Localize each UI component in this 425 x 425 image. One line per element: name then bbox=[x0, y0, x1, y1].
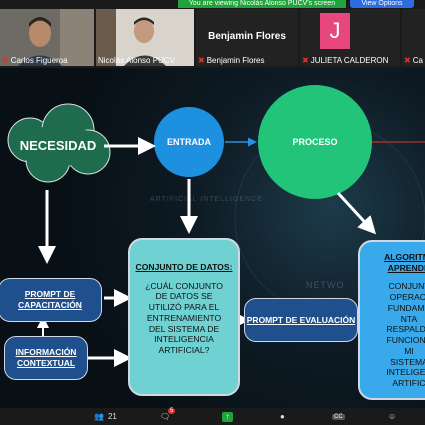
share-screen-icon: ↑ bbox=[222, 411, 233, 422]
conjunto-datos-box: CONJUNTO DE DATOS: ¿CUÁL CONJUNTO DE DAT… bbox=[128, 238, 240, 396]
informacion-contextual-box: INFORMACIÓN CONTEXTUAL bbox=[4, 336, 88, 380]
participant-display-name: Benjamin Flores bbox=[208, 31, 286, 42]
record-icon: ● bbox=[280, 412, 285, 421]
participant-label: ✖ Ca bbox=[404, 56, 423, 65]
screen-share-banner: You are viewing Nicolás Alonso PUCV's sc… bbox=[178, 0, 346, 8]
person-video-image bbox=[0, 9, 94, 66]
entrada-circle bbox=[154, 107, 224, 177]
cc-icon: CC bbox=[332, 413, 345, 420]
entrada-label: ENTRADA bbox=[167, 137, 211, 147]
chat-badge: 5 bbox=[168, 408, 176, 414]
share-screen-button[interactable]: ↑ bbox=[222, 410, 233, 423]
participants-button[interactable]: 👥 21 bbox=[94, 410, 117, 423]
participant-label: ✖ Carlos Figueroa bbox=[2, 56, 68, 65]
shared-screen: ARTIFICIAL INTELLIGENCE NETWO bbox=[0, 68, 425, 408]
chat-button[interactable]: 🗨 5 bbox=[160, 408, 176, 423]
algoritmo-title: ALGORITM APRENDI bbox=[384, 252, 425, 273]
mic-muted-icon: ✖ bbox=[198, 56, 205, 65]
mic-muted-icon: ✖ bbox=[302, 56, 309, 65]
meeting-toolbar: 👥 21 🗨 5 ↑ ● CC ☺ bbox=[0, 408, 425, 425]
proceso-label: PROCESO bbox=[292, 137, 338, 147]
conjunto-datos-title: CONJUNTO DE DATOS: bbox=[135, 262, 233, 272]
proceso-circle bbox=[258, 85, 372, 199]
prompt-evaluacion-box: PROMPT DE EVALUACIÓN bbox=[244, 298, 358, 342]
person-video-image bbox=[96, 9, 194, 66]
participant-strip: You are viewing Nicolás Alonso PUCV's sc… bbox=[0, 0, 425, 68]
video-tile-carlos[interactable]: ✖ Carlos Figueroa bbox=[0, 9, 94, 66]
avatar: J bbox=[320, 13, 350, 49]
participant-label: ✖ JULIETA CALDERON bbox=[302, 56, 389, 65]
participant-label: ✖ Benjamin Flores bbox=[198, 56, 265, 65]
record-button[interactable]: ● bbox=[280, 410, 285, 423]
necesidad-cloud-shape bbox=[7, 103, 111, 183]
flow-arrows bbox=[7, 85, 425, 367]
participant-label: Nicolás Alonso PUCV bbox=[98, 56, 175, 65]
captions-button[interactable]: CC bbox=[332, 410, 345, 423]
video-tile-partial[interactable]: ✖ Ca bbox=[402, 9, 425, 66]
mic-muted-icon: ✖ bbox=[404, 56, 411, 65]
prompt-capacitacion-box: PROMPT DE CAPACITACIÓN bbox=[0, 278, 102, 322]
video-tile-benjamin[interactable]: Benjamin Flores ✖ Benjamin Flores bbox=[196, 9, 298, 66]
algoritmo-box: ALGORITM APRENDI CONJUNT OPERACI FUNDAME… bbox=[358, 240, 425, 400]
video-tile-nicolas[interactable]: Nicolás Alonso PUCV bbox=[96, 9, 194, 66]
video-tile-julieta[interactable]: J ✖ JULIETA CALDERON bbox=[300, 9, 400, 66]
participants-count: 21 bbox=[107, 412, 117, 421]
watermark-text: ARTIFICIAL INTELLIGENCE bbox=[150, 196, 263, 203]
mic-muted-icon: ✖ bbox=[2, 56, 9, 65]
view-options-button[interactable]: View Options bbox=[350, 0, 414, 8]
participants-icon: 👥 bbox=[94, 412, 104, 421]
algoritmo-body: CONJUNT OPERACI FUNDAMENTA RESPALDA FUNC… bbox=[386, 281, 425, 389]
conjunto-datos-body: ¿CUÁL CONJUNTO DE DATOS SE UTILIZÓ PARA … bbox=[145, 280, 223, 356]
watermark-text: NETWO bbox=[306, 280, 345, 290]
reactions-button[interactable]: ☺ bbox=[388, 410, 396, 423]
chat-icon: 🗨 bbox=[160, 412, 171, 421]
necesidad-label: NECESIDAD bbox=[19, 137, 97, 153]
smile-icon: ☺ bbox=[388, 412, 397, 421]
